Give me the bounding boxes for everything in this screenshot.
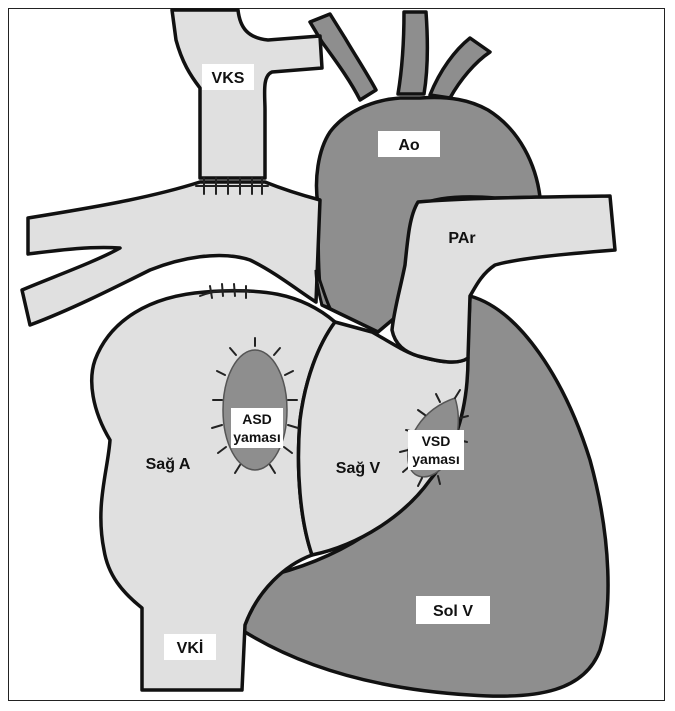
svg-text:Sağ A: Sağ A (146, 456, 191, 473)
svg-text:Sağ V: Sağ V (336, 460, 381, 477)
svg-text:ASD: ASD (242, 411, 272, 427)
svg-text:Ao: Ao (398, 137, 420, 154)
svg-text:yaması: yaması (233, 429, 280, 445)
svg-text:yaması: yaması (412, 451, 459, 467)
label-vsd: VSD yaması (408, 430, 464, 470)
label-vki: VKİ (164, 634, 216, 660)
label-ao: Ao (378, 131, 440, 157)
label-asd: ASD yaması (231, 408, 283, 448)
svg-text:VKS: VKS (212, 70, 245, 87)
label-sag-a: Sağ A (146, 456, 191, 473)
superior-vena-cava (172, 10, 322, 178)
svg-text:PAr: PAr (448, 230, 475, 247)
label-par: PAr (448, 230, 475, 247)
label-vks: VKS (202, 64, 254, 90)
svg-text:VSD: VSD (422, 433, 451, 449)
svg-text:VKİ: VKİ (177, 639, 204, 657)
svg-text:Sol V: Sol V (433, 603, 473, 620)
label-sol-v: Sol V (416, 596, 490, 624)
label-sag-v: Sağ V (336, 460, 381, 477)
